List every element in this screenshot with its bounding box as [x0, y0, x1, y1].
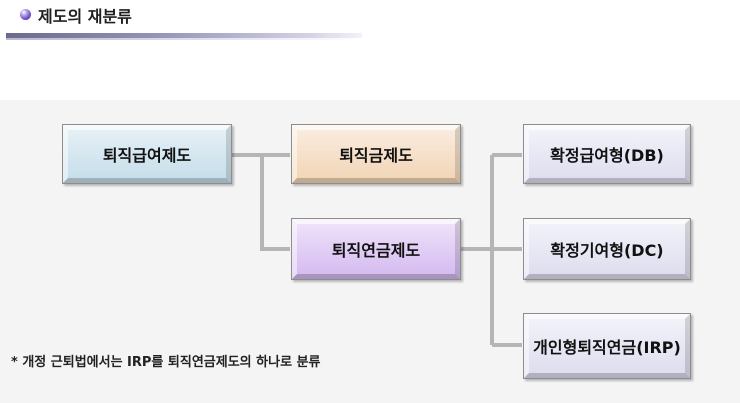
footnote: * 개정 근퇴법에서는 IRP를 퇴직연금제도의 하나로 분류 — [11, 355, 321, 370]
node-label: 확정급여형(DB) — [550, 146, 664, 165]
node-irp: 개인형퇴직연금(IRP) — [523, 313, 691, 379]
connector-benefit-to-pension — [260, 155, 290, 251]
bullet-icon — [20, 9, 31, 20]
node-dc: 확정기여형(DC) — [523, 218, 691, 280]
section-header: 제도의 재분류 — [6, 0, 362, 40]
node-label: 퇴직연금제도 — [331, 241, 421, 260]
node-severance-benefit: 퇴직급여제도 — [62, 124, 232, 184]
header-underline — [6, 33, 362, 40]
node-severance-pay: 퇴직금제도 — [291, 124, 461, 184]
section-title: 제도의 재분류 — [38, 7, 132, 26]
node-label: 퇴직급여제도 — [102, 146, 192, 165]
node-label: 확정기여형(DC) — [550, 241, 664, 260]
node-retirement-pension: 퇴직연금제도 — [291, 218, 461, 280]
node-label: 퇴직금제도 — [339, 146, 413, 165]
node-db: 확정급여형(DB) — [523, 124, 691, 184]
node-label: 개인형퇴직연금(IRP) — [533, 338, 681, 357]
